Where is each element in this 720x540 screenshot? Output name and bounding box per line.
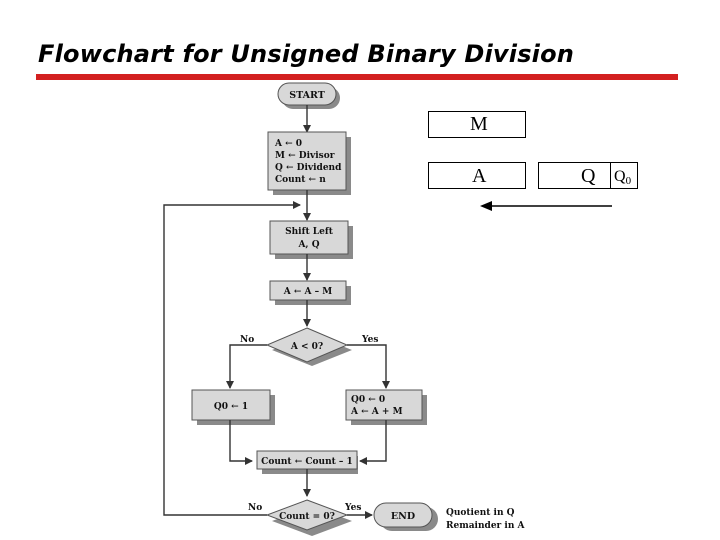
- start-terminal: START: [277, 82, 340, 109]
- init-line-2: M ← Divisor: [275, 151, 335, 161]
- title-underline: [36, 74, 678, 80]
- q-register: Q Q0: [538, 162, 638, 189]
- count-zero-label: Count = 0?: [279, 512, 335, 522]
- end-label: END: [391, 511, 415, 522]
- shift-line-1: Shift Left: [285, 227, 334, 237]
- slide-title: Flowchart for Unsigned Binary Division: [38, 40, 575, 68]
- init-line-1: A ← 0: [274, 139, 302, 149]
- a-register-label: A: [472, 165, 487, 187]
- count-test-no-label: No: [248, 503, 262, 513]
- subtract-label: A ← A – M: [283, 287, 333, 297]
- decrement-label: Count ← Count – 1: [261, 457, 353, 467]
- restore-line-2: A ← A + M: [350, 407, 403, 417]
- q-register-label: Q: [581, 165, 596, 187]
- init-line-3: Q ← Dividend: [275, 163, 342, 173]
- result-line-2: Remainder in A: [446, 521, 526, 531]
- subtract-box: A ← A – M: [269, 280, 351, 305]
- restore-line-1: Q0 ← 0: [351, 395, 385, 405]
- q0-bit-label: Q0: [614, 168, 632, 187]
- a-test-yes-label: Yes: [361, 335, 378, 345]
- restore-box: Q0 ← 0 A ← A + M: [345, 389, 427, 425]
- a-test-no-label: No: [240, 335, 254, 345]
- shift-left-box: Shift Left A, Q: [269, 220, 353, 259]
- set-q0-box: Q0 ← 1: [191, 389, 275, 425]
- m-register-label: M: [470, 113, 488, 135]
- set-q0-label: Q0 ← 1: [214, 402, 248, 412]
- decrement-box: Count ← Count – 1: [256, 450, 358, 474]
- result-line-1: Quotient in Q: [446, 508, 515, 518]
- start-label: START: [289, 90, 325, 101]
- shift-line-2: A, Q: [297, 240, 319, 250]
- a-register: A: [428, 162, 526, 189]
- m-register: M: [428, 111, 526, 138]
- a-negative-label: A < 0?: [290, 342, 323, 352]
- count-test-yes-label: Yes: [344, 503, 361, 513]
- q0-divider: [610, 163, 611, 188]
- a-negative-decision: A < 0?: [265, 327, 352, 366]
- end-terminal: END: [373, 502, 438, 531]
- count-zero-decision: Count = 0?: [265, 499, 352, 536]
- init-box: A ← 0 M ← Divisor Q ← Dividend Count ← n: [267, 131, 351, 195]
- init-line-4: Count ← n: [275, 175, 326, 185]
